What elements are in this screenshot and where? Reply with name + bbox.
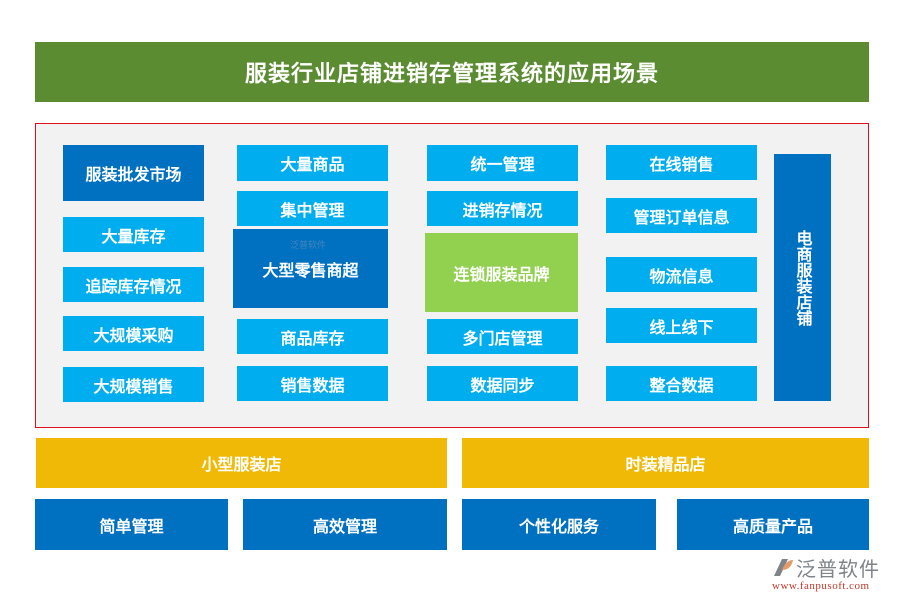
wholesale-item: 大规模采购	[63, 316, 204, 351]
brand-logo: 泛普软件 www.fanpusoft.com	[772, 555, 892, 595]
retail-item: 商品库存	[237, 319, 388, 354]
page-title: 服装行业店铺进销存管理系统的应用场景	[35, 42, 869, 102]
retail-item: 大量商品	[237, 145, 388, 181]
ecommerce-item: 管理订单信息	[606, 198, 757, 233]
boutique-item: 高质量产品	[677, 499, 869, 550]
chain-item: 进销存情况	[427, 191, 578, 226]
retail-item: 销售数据	[237, 366, 388, 401]
logo-mark-icon	[772, 556, 794, 578]
wholesale-market-box: 服装批发市场	[63, 145, 204, 201]
chain-item: 多门店管理	[427, 319, 578, 354]
wholesale-item: 追踪库存情况	[63, 267, 204, 302]
large-retail-box: 大型零售商超	[233, 229, 388, 308]
large-retail-label: 大型零售商超	[262, 260, 359, 280]
ecommerce-item: 整合数据	[606, 366, 757, 401]
ecommerce-item: 线上线下	[606, 308, 757, 343]
small-store-item: 高效管理	[243, 499, 447, 550]
ecommerce-store-box: 电商服装店铺	[774, 154, 831, 401]
small-store-bar: 小型服装店	[36, 438, 447, 488]
retail-item: 集中管理	[237, 191, 388, 226]
ecommerce-store-label: 电商服装店铺	[793, 229, 813, 326]
wholesale-item: 大规模销售	[63, 367, 204, 402]
wholesale-item: 大量库存	[63, 217, 204, 252]
chain-item: 统一管理	[427, 145, 578, 181]
boutique-bar: 时装精品店	[462, 438, 869, 488]
watermark-logo: 泛普软件	[290, 241, 327, 251]
logo-url: www.fanpusoft.com	[772, 580, 870, 592]
chain-brand-box: 连锁服装品牌	[425, 233, 578, 312]
boutique-item: 个性化服务	[462, 499, 656, 550]
ecommerce-item: 物流信息	[606, 257, 757, 292]
small-store-item: 简单管理	[35, 499, 228, 550]
chain-item: 数据同步	[427, 366, 578, 401]
ecommerce-item: 在线销售	[606, 145, 757, 180]
logo-name: 泛普软件	[796, 556, 880, 581]
